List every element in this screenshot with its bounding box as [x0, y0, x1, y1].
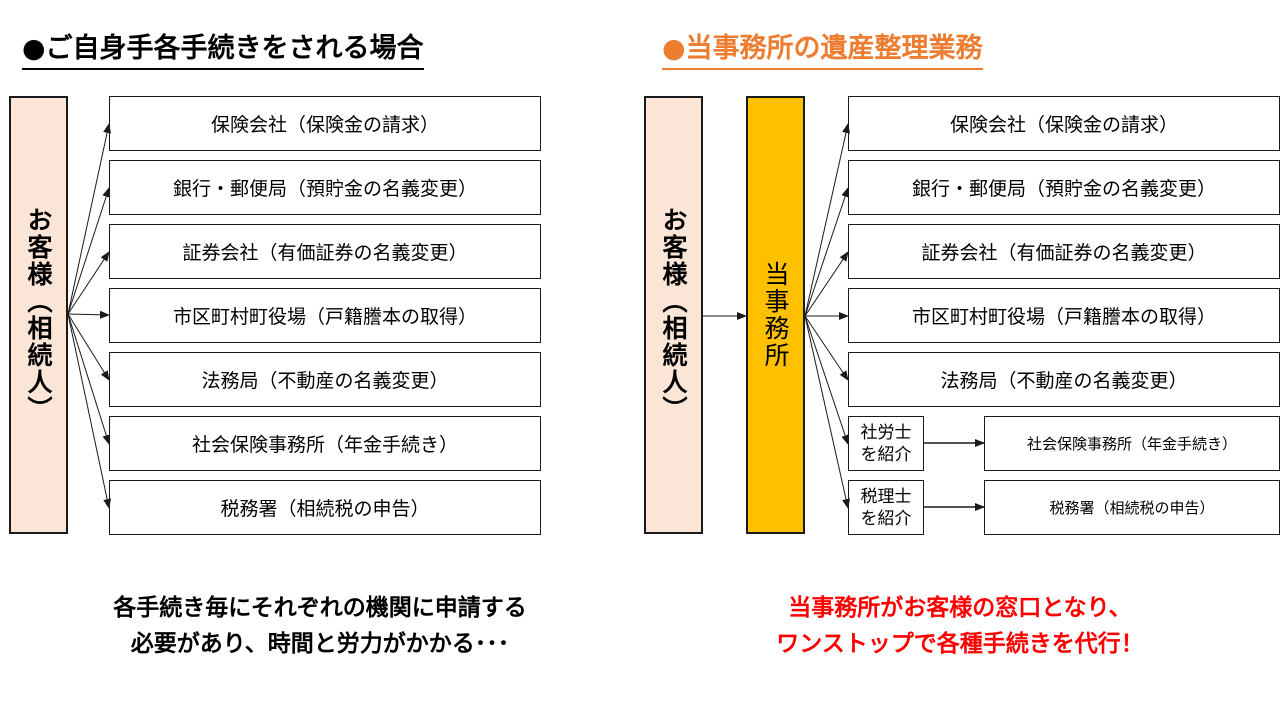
left-caption: 各手続き毎にそれぞれの機関に申請する 必要があり、時間と労力がかかる･･･	[20, 590, 620, 662]
right-title: ●当事務所の遺産整理業務	[662, 32, 983, 70]
left-fan-arrow	[67, 187, 111, 315]
left-procedure-box: 市区町村町役場（戸籍謄本の取得）	[109, 288, 541, 343]
left-procedure-box: 税務署（相続税の申告）	[109, 480, 541, 535]
left-caption-line2: 必要があり、時間と労力がかかる･･･	[130, 631, 510, 657]
right-client-box: お客様（相続人）	[644, 96, 703, 534]
left-title: ●ご自身手各手続きをされる場合	[22, 32, 424, 70]
right-caption-line2: ワンストップで各種手続きを代行！	[776, 631, 1144, 657]
right-procedure-box: 銀行・郵便局（預貯金の名義変更）	[848, 160, 1280, 215]
referral-target-box: 税務署（相続税の申告）	[984, 480, 1280, 535]
referral-intro-line2: を紹介	[860, 508, 912, 529]
right-procedure-box: 法務局（不動産の名義変更）	[848, 352, 1280, 407]
referral-target-box: 社会保険事務所（年金手続き）	[984, 416, 1280, 471]
left-procedure-box: 銀行・郵便局（預貯金の名義変更）	[109, 160, 541, 215]
right-fan-arrow	[804, 123, 850, 317]
referral-intro-line1: 社労士	[860, 422, 912, 443]
left-fan-arrow	[67, 313, 111, 445]
referral-intro-box: 社労士 を紹介	[848, 416, 924, 471]
right-fan-arrow	[804, 315, 850, 509]
left-fan-arrow	[67, 251, 110, 315]
left-fan-arrow	[67, 313, 112, 509]
right-procedure-box: 証券会社（有価証券の名義変更）	[848, 224, 1280, 279]
left-caption-line1: 各手続き毎にそれぞれの機関に申請する	[113, 595, 527, 621]
right-procedure-box: 保険会社（保険金の請求）	[848, 96, 1280, 151]
referral-intro-line2: を紹介	[860, 444, 912, 465]
right-caption: 当事務所がお客様の窓口となり、 ワンストップで各種手続きを代行！	[640, 590, 1280, 662]
office-box: 当事務所	[746, 96, 805, 534]
left-procedure-box: 社会保険事務所（年金手続き）	[109, 416, 541, 471]
left-fan-arrow	[67, 123, 112, 315]
right-fan-arrow	[804, 315, 849, 445]
left-procedure-box: 保険会社（保険金の請求）	[109, 96, 541, 151]
right-fan-arrow	[804, 251, 849, 317]
right-client-label: お客様（相続人）	[659, 207, 688, 423]
right-caption-line1: 当事務所がお客様の窓口となり、	[788, 595, 1132, 621]
right-fan-arrow	[804, 315, 849, 381]
left-fan-arrow	[67, 310, 110, 319]
left-client-label: お客様（相続人）	[24, 207, 53, 423]
left-procedure-box: 証券会社（有価証券の名義変更）	[109, 224, 541, 279]
referral-intro-line1: 税理士	[860, 486, 912, 507]
left-client-box: お客様（相続人）	[9, 96, 68, 534]
right-procedure-box: 市区町村町役場（戸籍謄本の取得）	[848, 288, 1280, 343]
referral-intro-box: 税理士 を紹介	[848, 480, 924, 535]
office-label: 当事務所	[761, 261, 790, 369]
right-fan-arrow	[804, 187, 849, 317]
left-fan-arrow	[67, 313, 110, 381]
